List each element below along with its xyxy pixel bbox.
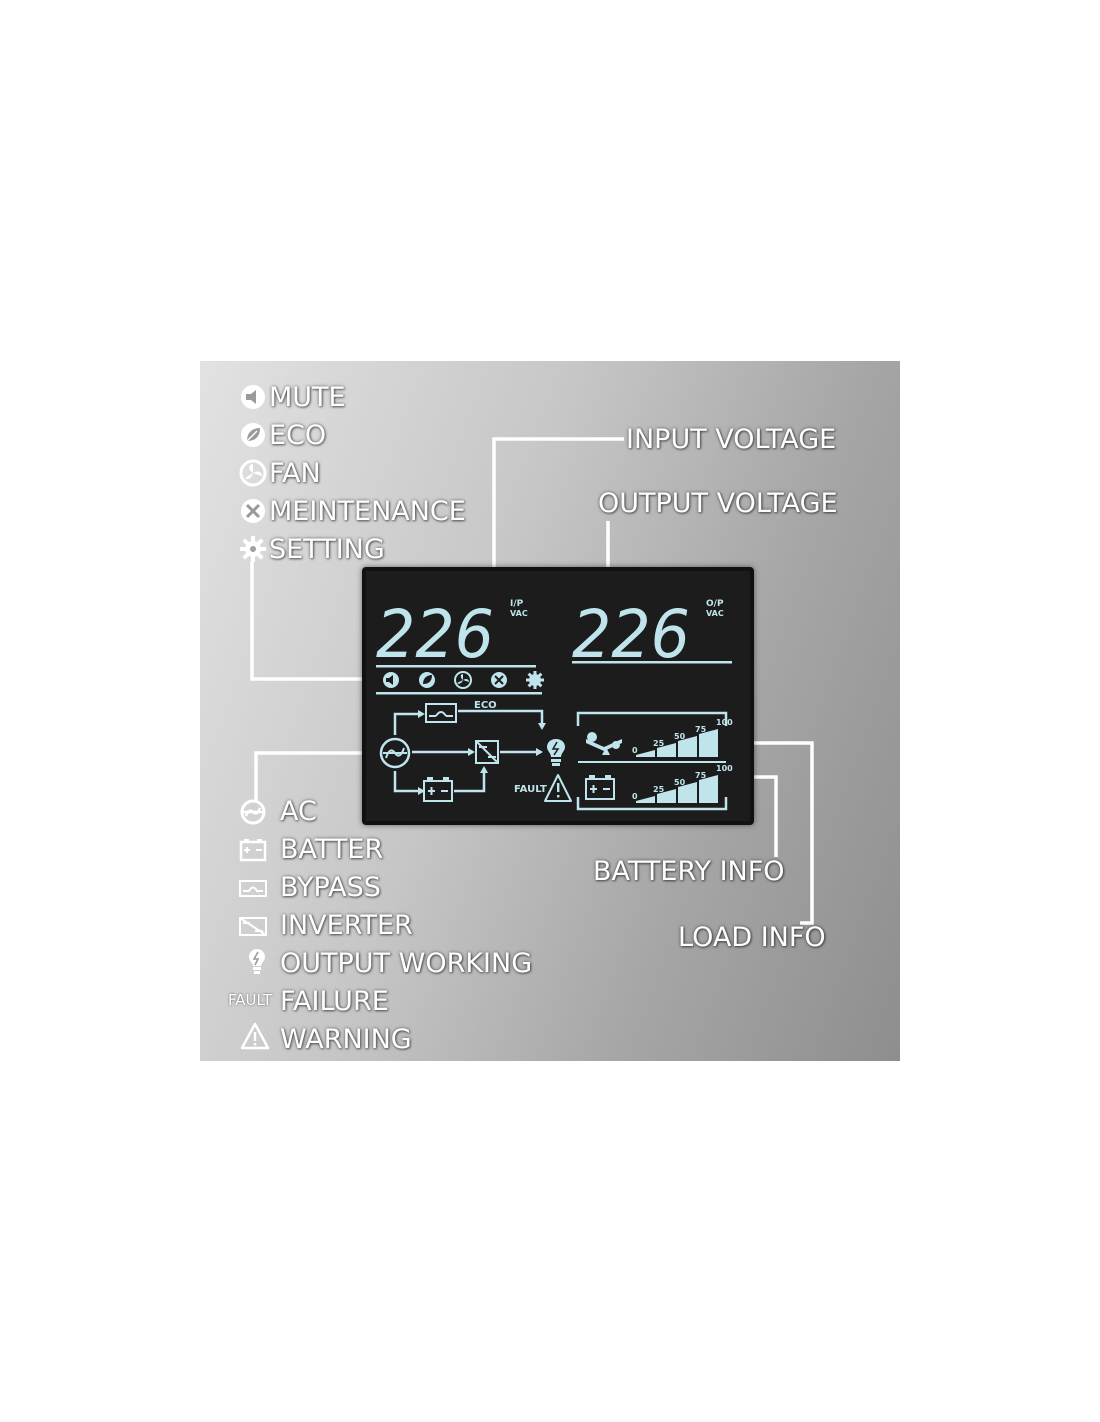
lcd-bypass-icon: [425, 703, 457, 723]
battery-icon: [238, 835, 268, 865]
lcd-display: 226 I/P VAC 226 O/P VAC: [362, 567, 754, 825]
lcd-load-icon: [586, 732, 622, 755]
setting-connector-line: [250, 561, 362, 681]
load-bar-segment: [636, 750, 655, 757]
lcd-icon-row-underline: [376, 692, 542, 695]
load-info-connector-line: [718, 741, 814, 925]
load-scale-tick-label: 0: [632, 746, 638, 755]
setting-icon: [238, 534, 268, 564]
fan-label: FAN: [269, 458, 321, 489]
inverter-icon: [238, 911, 268, 941]
bypass-label: BYPASS: [280, 872, 381, 903]
lcd-bar-frame: [576, 711, 728, 811]
maintenance-icon: [238, 496, 268, 526]
mute-label: MUTE: [269, 382, 346, 413]
warning-label: WARNING: [280, 1024, 412, 1055]
lcd-maintenance-icon: [491, 672, 507, 688]
bypass-icon: [238, 873, 268, 903]
battery-bar-segment: [699, 775, 718, 803]
lcd-fan-icon: [454, 671, 472, 689]
lcd-output-underline: [572, 661, 732, 664]
warning-icon: [240, 1021, 270, 1051]
lcd-battery-icon: [423, 777, 453, 802]
failure-label: FAILURE: [280, 986, 389, 1017]
battery-scale-tick-label: 25: [653, 785, 665, 794]
lcd-input-tag-top: I/P: [510, 599, 524, 609]
lcd-flow-lines: [393, 709, 544, 793]
ac-label: AC: [280, 796, 317, 827]
load-scale-tick-label: 50: [674, 732, 686, 741]
input-voltage-connector-line: [492, 437, 624, 591]
load-scale-tick-label: 75: [695, 725, 707, 734]
lcd-battery-bar-graph: 0 25 50 75 100: [632, 764, 733, 803]
output-voltage-label: OUTPUT VOLTAGE: [598, 488, 838, 519]
lcd-flow-arrowheads: [418, 710, 546, 795]
output-working-label: OUTPUT WORKING: [280, 948, 533, 979]
ac-icon: [238, 797, 268, 827]
lcd-output-tag-top: O/P: [706, 599, 724, 609]
battery-scale-tick-label: 100: [716, 764, 733, 773]
ac-connector-line: [254, 751, 362, 801]
lcd-fault-label: FAULT: [514, 784, 547, 795]
lcd-load-bar-graph: 0 25 50 75 100: [632, 718, 733, 757]
battery-scale-tick-label: 50: [674, 778, 686, 787]
lcd-input-voltage-value: 226: [376, 596, 494, 673]
load-bar-segment: [678, 736, 697, 757]
battery-bar-segment: [678, 782, 697, 803]
load-bar-segment: [657, 743, 676, 757]
lcd-eco-label: ECO: [474, 700, 497, 711]
load-bar-segment: [699, 729, 718, 757]
lcd-eco-icon: [419, 672, 435, 688]
lcd-bar-divider: [578, 761, 726, 763]
load-scale-tick-label: 100: [716, 718, 733, 727]
battery-bar-segment: [636, 796, 655, 803]
lcd-output-voltage-value: 226: [572, 596, 690, 673]
lcd-mute-icon: [383, 672, 399, 688]
battery-label: BATTER: [280, 834, 384, 865]
battery-scale-tick-label: 75: [695, 771, 707, 780]
lcd-input-tag-bottom: VAC: [510, 609, 528, 618]
lcd-output-tag-bottom: VAC: [706, 609, 724, 618]
lcd-warning-icon: [544, 774, 572, 802]
mute-icon: [238, 382, 268, 412]
lcd-battery-level-icon: [585, 775, 615, 800]
battery-scale-tick-label: 0: [632, 792, 638, 801]
bulb-icon: [242, 946, 272, 976]
fault-icon: FAULT: [228, 991, 272, 1009]
battery-bar-segment: [657, 789, 676, 803]
maintenance-label: MEINTENANCE: [269, 496, 466, 527]
battery-info-label: BATTERY INFO: [593, 856, 785, 887]
load-scale-tick-label: 25: [653, 739, 665, 748]
setting-label: SETTING: [269, 534, 385, 565]
diagram-panel: MUTE ECO FAN MEINTENANCE SETTING INPUT V…: [200, 361, 900, 1061]
lcd-ac-icon: [379, 737, 411, 769]
lcd-input-underline: [376, 665, 536, 668]
fan-icon: [238, 458, 268, 488]
lcd-inverter-icon: [475, 740, 499, 764]
eco-icon: [238, 420, 268, 450]
eco-label: ECO: [269, 420, 327, 451]
lcd-setting-icon: [526, 671, 544, 689]
input-voltage-label: INPUT VOLTAGE: [626, 424, 837, 455]
load-info-label: LOAD INFO: [678, 922, 826, 953]
lcd-bulb-icon: [547, 739, 565, 766]
inverter-label: INVERTER: [280, 910, 413, 941]
